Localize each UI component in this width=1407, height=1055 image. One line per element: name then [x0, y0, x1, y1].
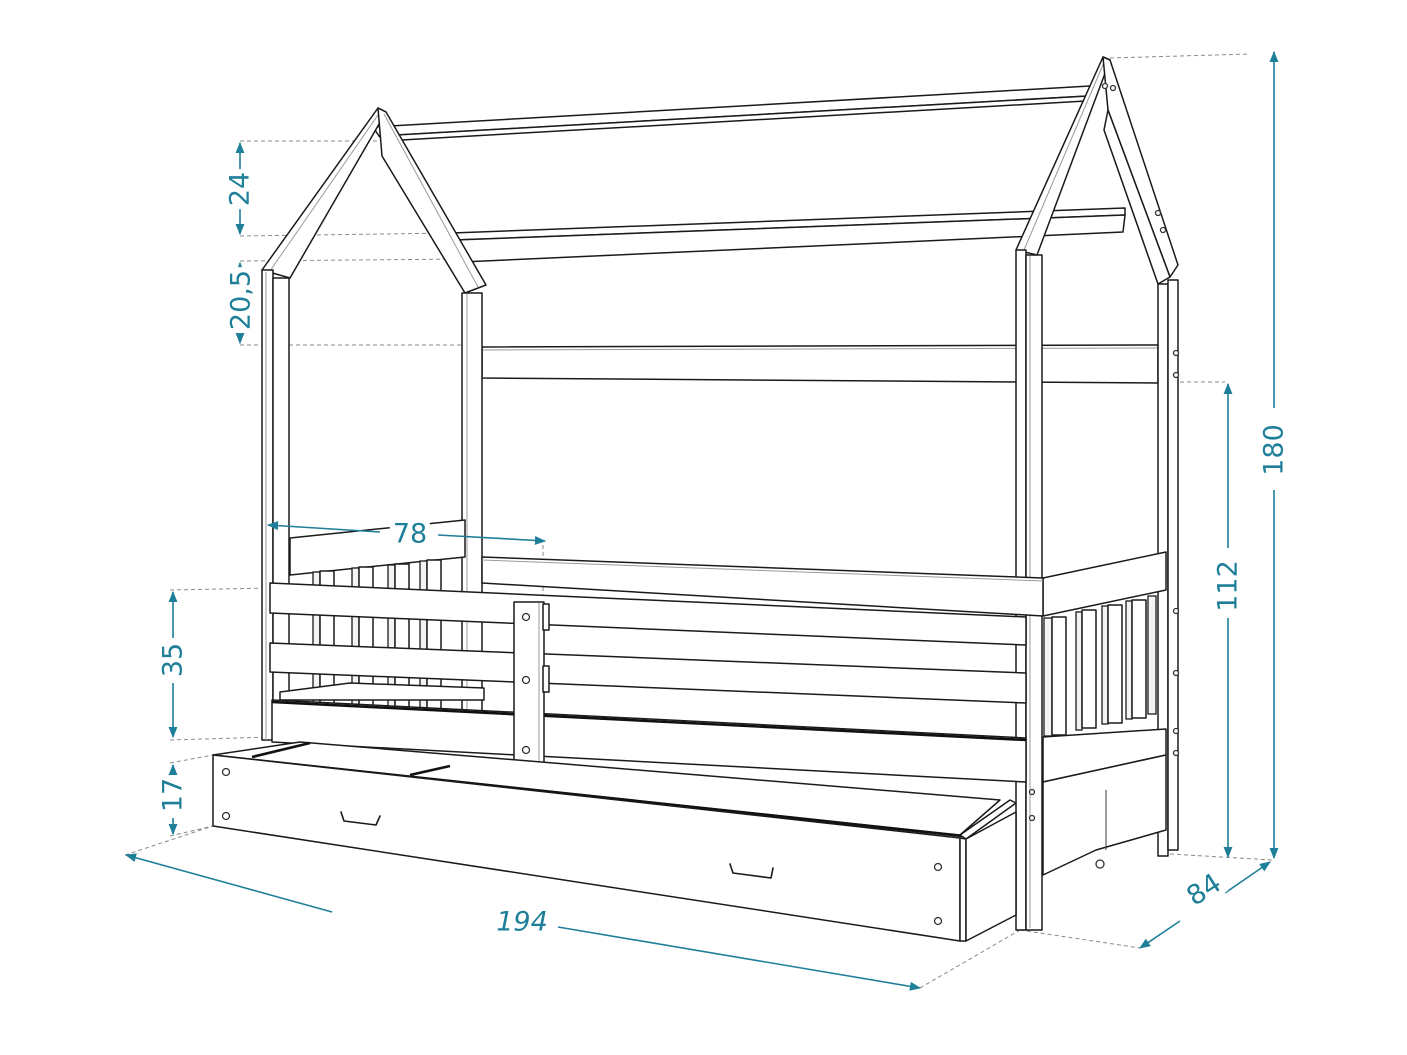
dim-label-roof-peak-height: 24 — [225, 168, 256, 210]
foot-slats — [1043, 595, 1157, 737]
dim-label-drawer-height: 17 — [158, 774, 189, 816]
ridge-beam — [372, 85, 1091, 142]
right-house-frame — [1015, 56, 1180, 931]
back-wall-rail — [481, 344, 1159, 384]
dim-label-guard-rail-height: 35 — [158, 639, 189, 681]
drawer — [212, 741, 1017, 942]
dim-label-total-height: 180 — [1259, 421, 1290, 479]
dim-label-guard-rail-length: 78 — [389, 520, 431, 548]
dim-label-side-height: 112 — [1213, 557, 1244, 615]
back-side-rails — [481, 556, 1044, 617]
guard-post — [513, 601, 550, 771]
dimension-lines — [124, 50, 1279, 991]
dim-label-roof-eave-height: 20,5 — [226, 266, 257, 334]
dim-label-total-length: 194 — [493, 908, 551, 936]
front-side-rails — [269, 582, 1027, 783]
